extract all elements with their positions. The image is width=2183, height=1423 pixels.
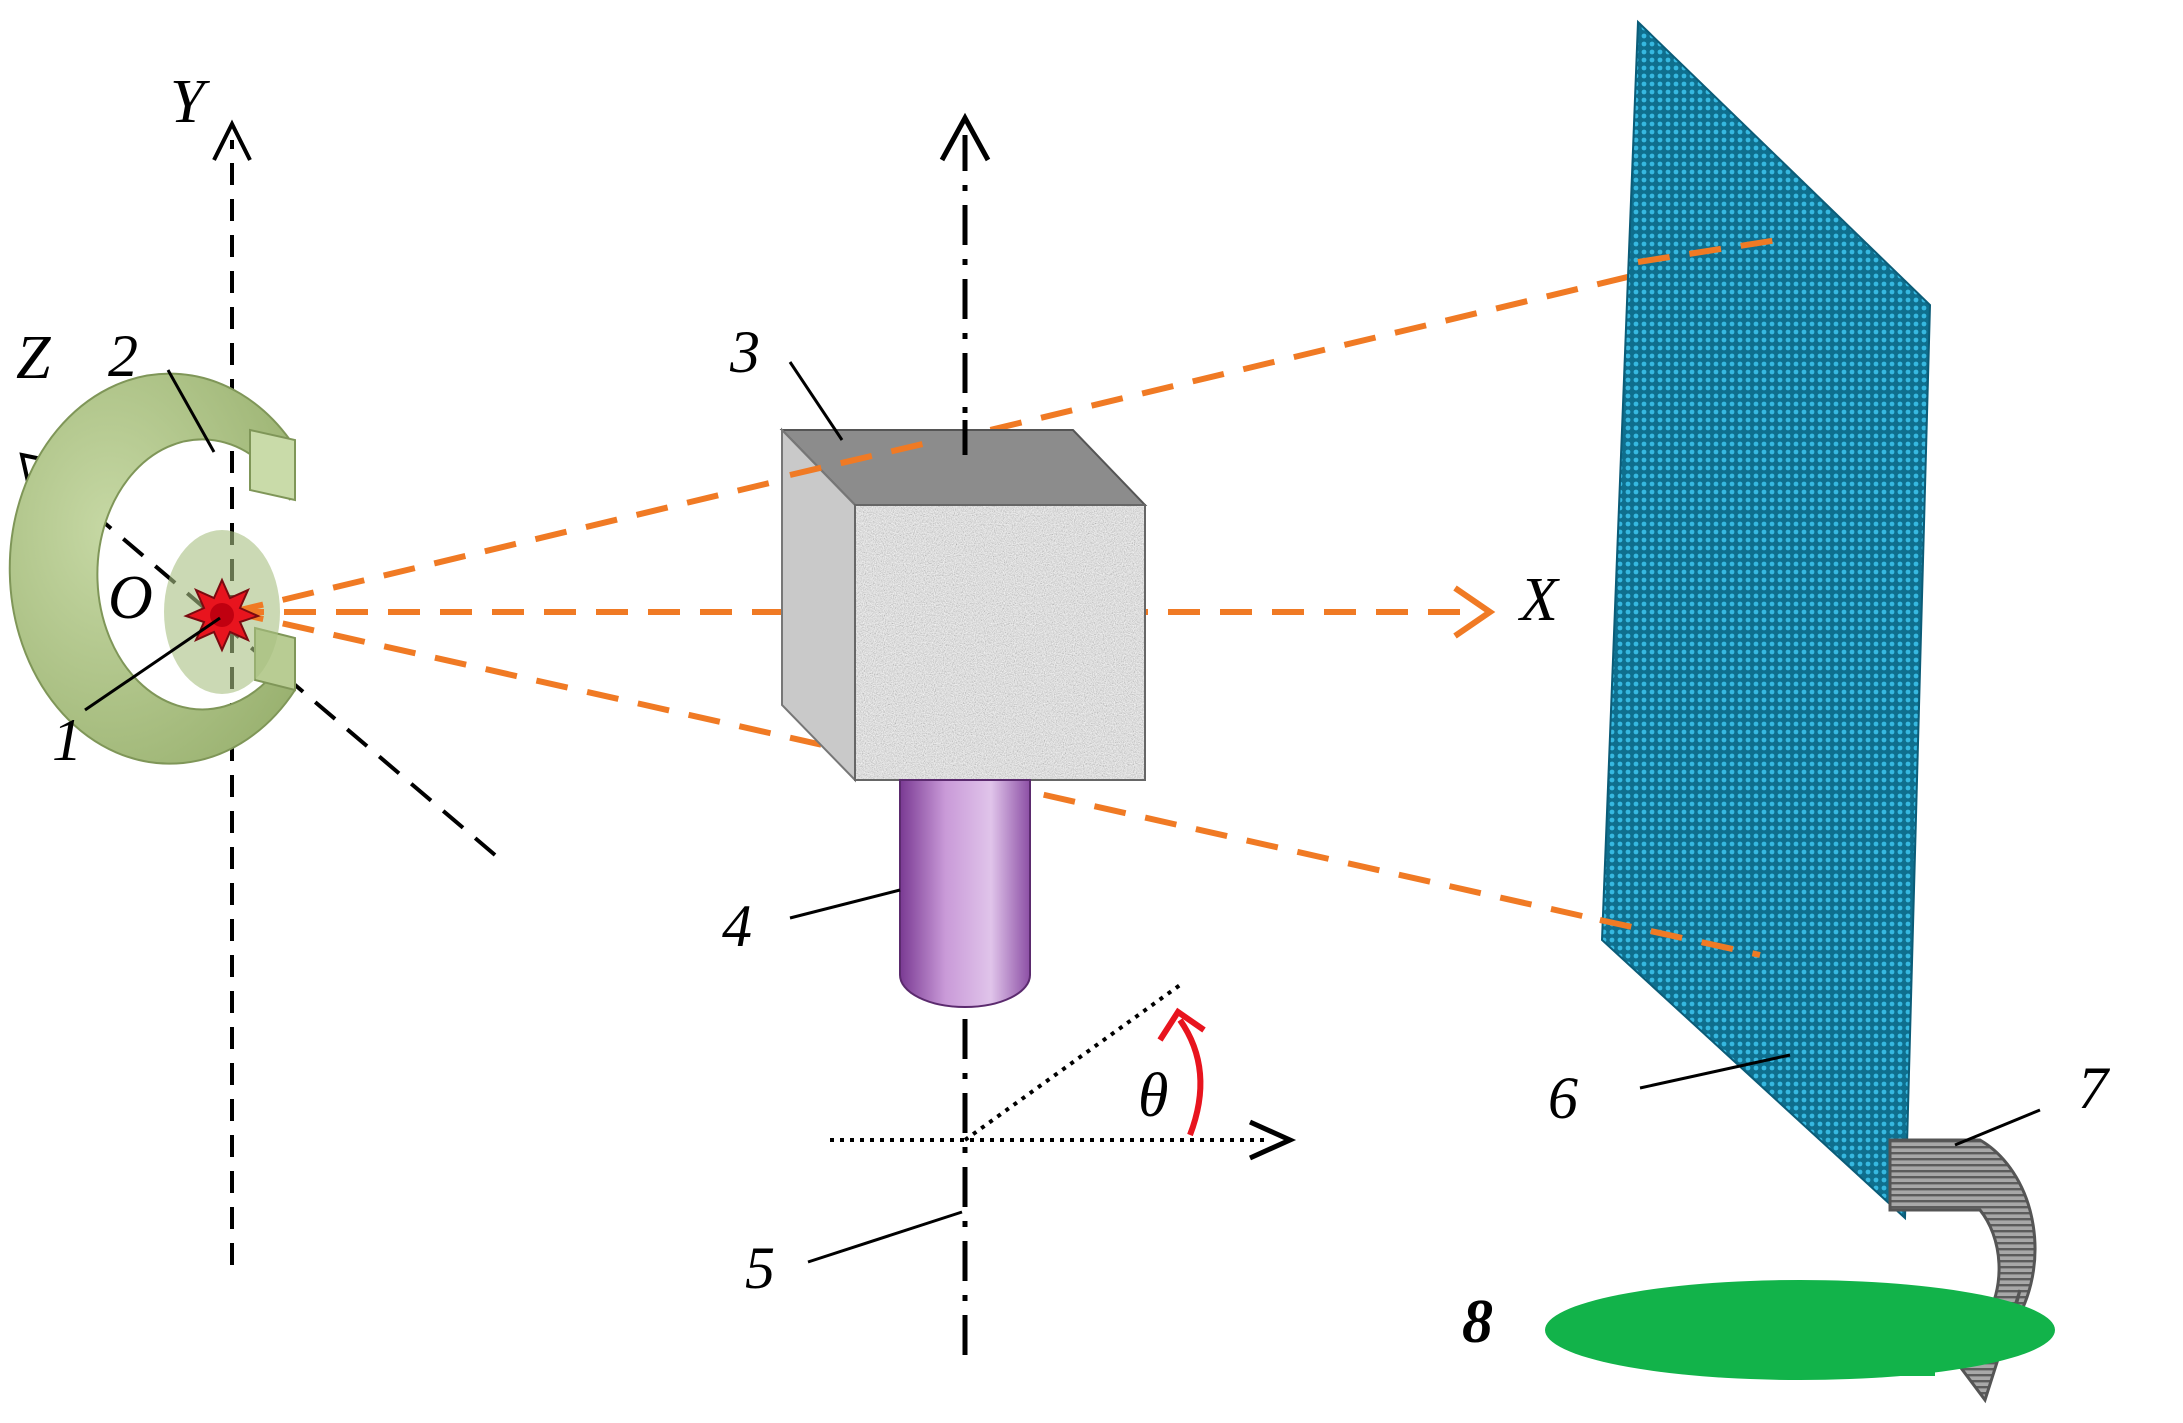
- leader-5: [807, 1210, 963, 1264]
- x-axis-label: X: [1517, 566, 1560, 634]
- leader-6: [1639, 1053, 1791, 1090]
- pattern-ellipse: [1545, 1280, 2055, 1380]
- y-axis-label: Y: [170, 68, 210, 136]
- label-7: 7: [2078, 1055, 2111, 1121]
- leader-1: [84, 616, 221, 712]
- origin-label: O: [108, 564, 153, 632]
- label-6: 6: [1548, 1065, 1578, 1131]
- label-8: 8: [1462, 1288, 1493, 1356]
- x-axis-arrowhead: [1453, 585, 1496, 639]
- beam-lower-on-screen: [1599, 917, 1761, 958]
- beam-upper: [231, 235, 1791, 615]
- leader-4: [789, 888, 901, 920]
- rotation-cylinder: [899, 779, 1031, 1008]
- beam-upper-over-cube: [789, 437, 941, 478]
- leader-7: [1954, 1108, 2041, 1147]
- rotation-angle-indicator: [830, 983, 1297, 1161]
- leader-lines: [84, 361, 2041, 1264]
- source-holder: [8, 372, 296, 765]
- label-2: 2: [108, 323, 138, 389]
- radiation-source: [183, 577, 261, 653]
- z-axis-label: Z: [16, 324, 51, 392]
- label-5: 5: [745, 1235, 775, 1301]
- sample-cube: [779, 427, 1148, 783]
- y-axis: [212, 119, 252, 1265]
- label-1: 1: [52, 707, 82, 773]
- label-4: 4: [722, 893, 752, 959]
- leader-2: [166, 369, 216, 453]
- label-3: 3: [729, 319, 760, 385]
- leader-3: [788, 361, 844, 441]
- detector-screen: [1600, 19, 1932, 1221]
- beam-upper-on-screen: [1637, 235, 1791, 265]
- angle-theta-label: θ: [1138, 1062, 1168, 1130]
